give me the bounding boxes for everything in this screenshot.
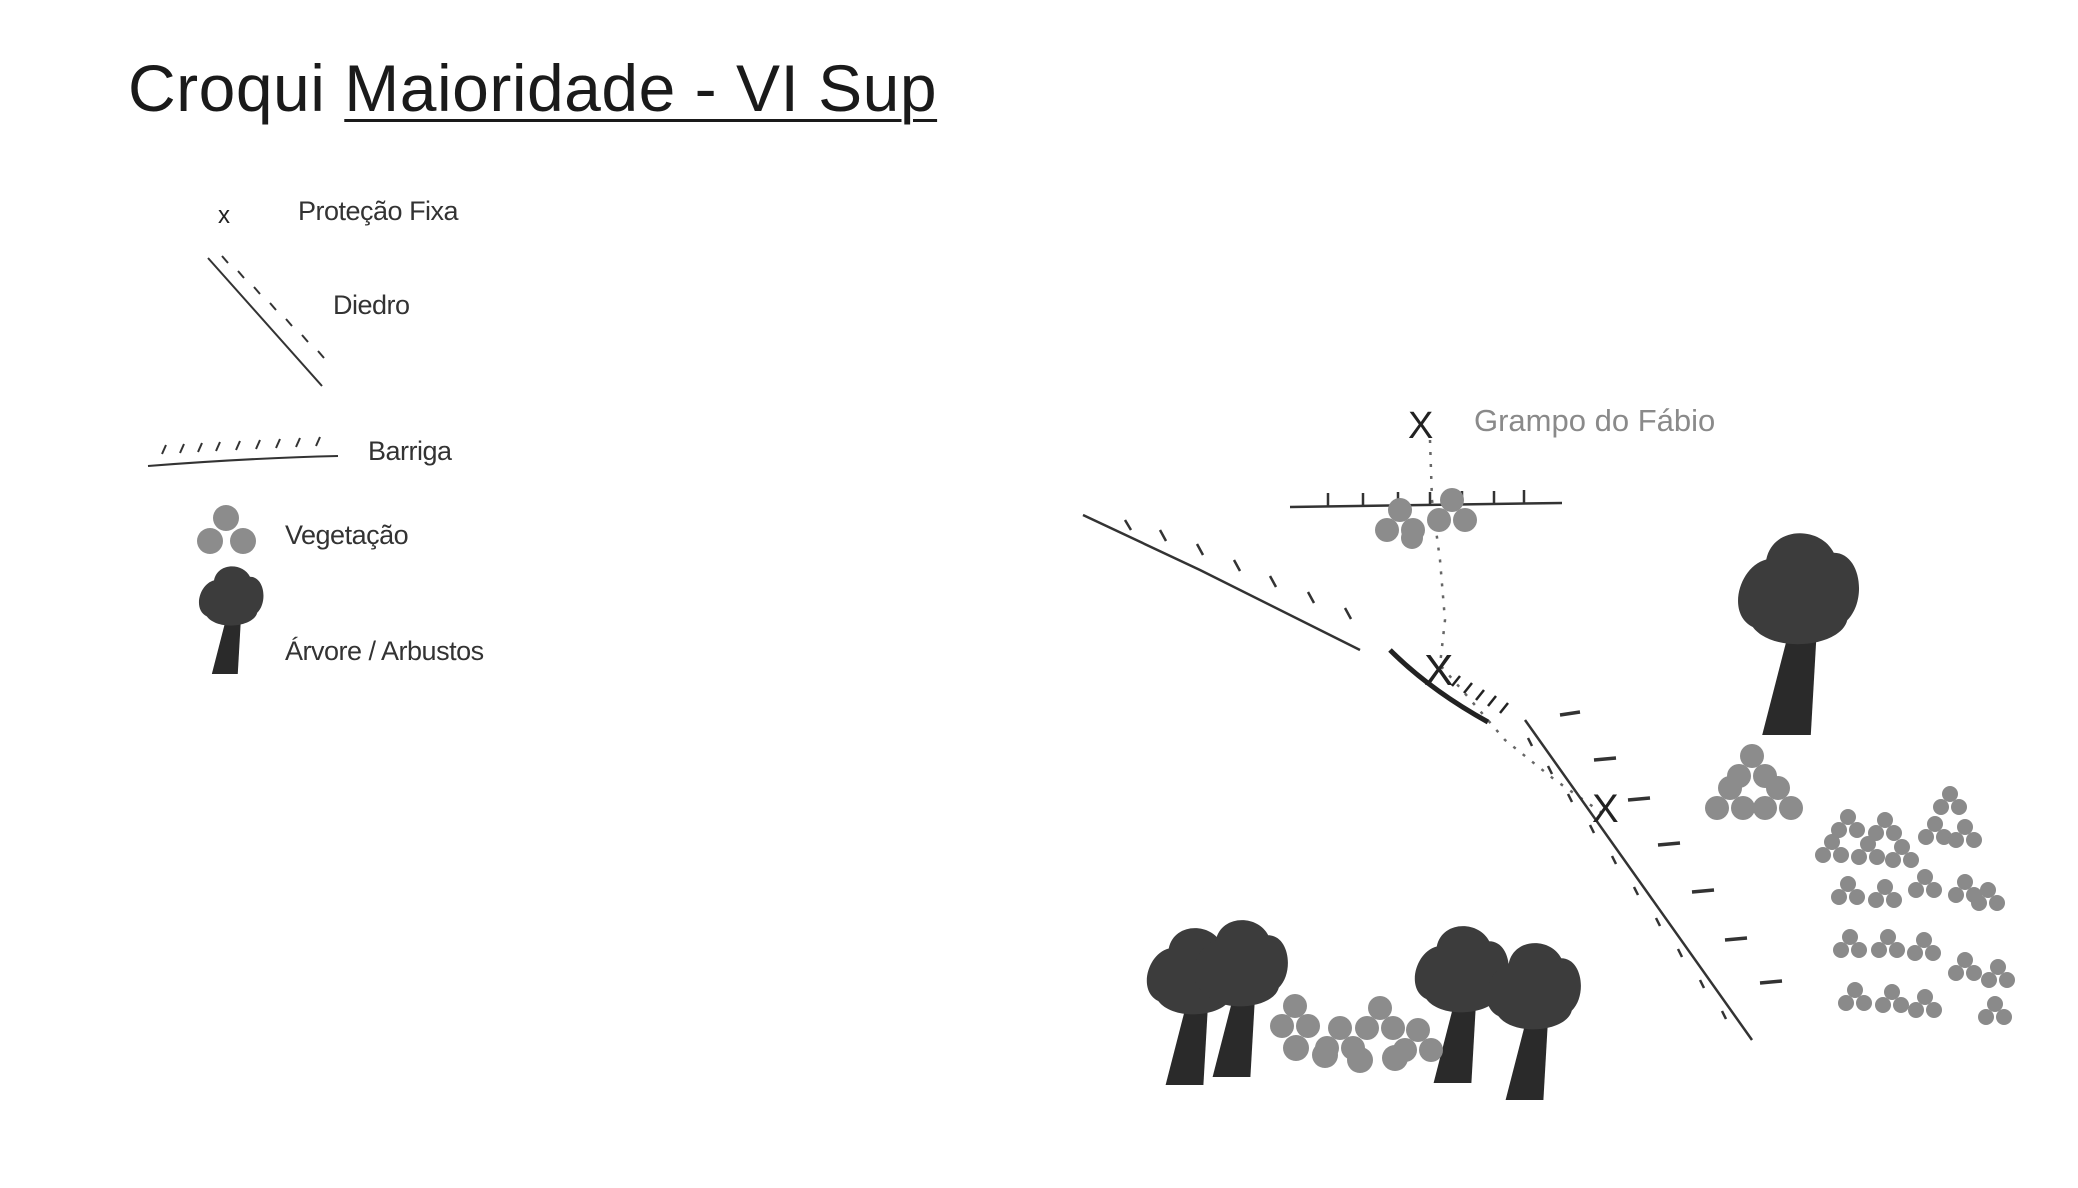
route-vegetation-cluster-icon [1375,488,1477,549]
legend-label-protection: Proteção Fixa [298,196,459,226]
bottom-vegetation-cluster-icon [1270,994,1443,1073]
legend-label-vegetation: Vegetação [285,520,409,550]
page-title: Croqui Maioridade - VI Sup [128,50,937,126]
legend-bulge-line-icon [147,436,339,467]
route-name: Maioridade - VI Sup [344,51,938,125]
legend-label-bulge: Barriga [368,436,452,466]
title-prefix: Croqui [128,51,326,125]
anchor-label: Grampo do Fábio [1474,403,1716,438]
protection-x-mark-icon: X [1592,787,1619,831]
route-dihedral-left-icon [1082,513,1361,652]
route-crux-bulge-icon [1388,648,1509,725]
legend-tree-icon [198,566,264,674]
route-edge-dashes [1559,710,1783,985]
legend-vegetation-cluster-icon [197,505,256,554]
route-bulge-line-icon [1289,490,1563,509]
legend-label-tree: Árvore / Arbustos [285,636,484,666]
route-dihedral-right-icon [1523,719,1754,1041]
tree-icon [1738,533,1860,735]
protection-x-mark-icon: X [1424,646,1453,695]
legend-dihedral-line-icon [207,255,325,387]
legend-label-dihedral: Diedro [333,290,410,320]
right-vegetation-cluster-icon [1705,744,2015,1025]
svg-text:x: x [218,202,230,229]
protection-x-mark-icon: X [1408,405,1433,447]
legend-x-mark-icon: x [218,202,230,229]
